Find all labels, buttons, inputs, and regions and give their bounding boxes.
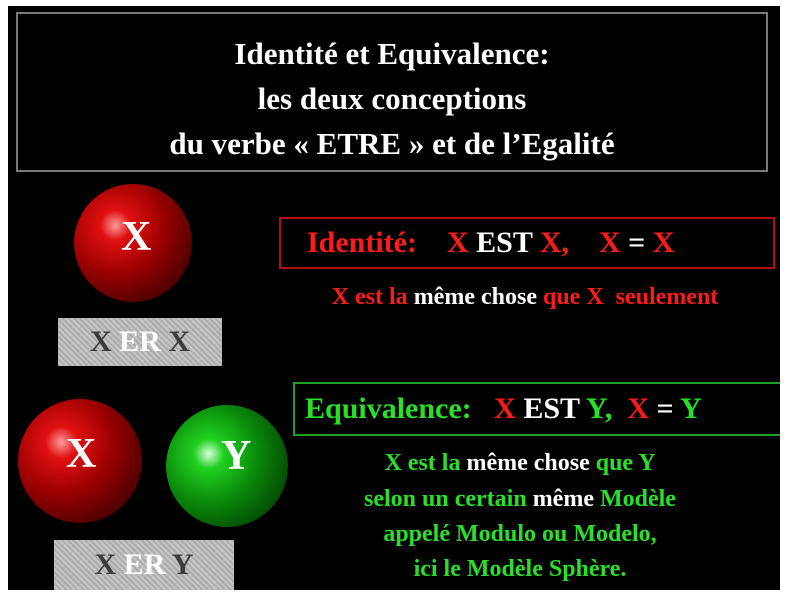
equivalence-box: Equivalence: X EST Y, X = Y (293, 382, 780, 436)
box-er: ER (119, 325, 161, 358)
equiv-desc-1b: même chose (466, 450, 590, 476)
identity-x1: X (446, 226, 469, 259)
identity-est: EST (476, 226, 533, 259)
equiv-desc-1a: X est la (384, 450, 461, 476)
identity-x2: X, (539, 226, 569, 259)
equivalence-desc-line-3: appelé Modulo ou Modelo, (383, 521, 657, 547)
equivalence-desc-line-2: selon un certain même Modèle (290, 486, 750, 513)
x-er-x-box: X ER X (58, 318, 222, 366)
equivalence-desc-line-1: X est la même chose que Y (290, 450, 750, 477)
red-sphere-top (74, 184, 192, 302)
identity-box: Identité: X EST X, X = X (279, 217, 775, 269)
equivalence-label: Equivalence: (305, 392, 472, 425)
equivalence-est: EST (523, 392, 580, 425)
green-sphere (166, 405, 288, 527)
equivalence-y1: Y, (585, 392, 613, 425)
title-line-1: Identité et Equivalence: (234, 36, 550, 71)
box-x-right: X (168, 325, 191, 358)
sphere-label-x-top: X (121, 214, 152, 260)
equiv-desc-2b: même (532, 486, 594, 512)
equiv-desc-2c: Modèle (599, 486, 676, 512)
identity-desc-que-x: que X (542, 284, 604, 310)
identity-label: Identité: (307, 226, 417, 259)
title-box: Identité et Equivalence: les deux concep… (16, 12, 768, 172)
equivalence-desc-line-4: ici le Modèle Sphère. (413, 556, 627, 582)
identity-description: X est la même chose que X seulement (270, 284, 780, 311)
identity-desc-est-la: est la (355, 284, 408, 310)
identity-eq: = (628, 226, 646, 259)
title-line-2: les deux conceptions (257, 81, 527, 116)
equivalence-y2: Y (680, 392, 702, 425)
box2-y: Y (171, 548, 194, 581)
sphere-label-y: Y (221, 433, 252, 479)
equiv-desc-1c: que Y (595, 450, 656, 476)
slide: Identité et Equivalence: les deux concep… (8, 6, 780, 590)
identity-x3: X (599, 226, 621, 259)
box2-er: ER (123, 548, 166, 581)
equivalence-eq: = (656, 392, 674, 425)
box2-x: X (94, 548, 117, 581)
equiv-desc-2a: selon un certain (364, 486, 527, 512)
x-er-y-box: X ER Y (54, 540, 234, 590)
red-sphere-bottom (18, 399, 142, 523)
identity-desc-x: X (331, 284, 350, 310)
identity-desc-meme-chose: même chose (413, 284, 537, 310)
sphere-label-x-bottom: X (66, 431, 97, 477)
title-line-3: du verbe « ETRE » et de l’Egalité (169, 126, 615, 161)
equivalence-x1: X (494, 392, 516, 425)
equivalence-x2: X (627, 392, 649, 425)
identity-x4: X (652, 226, 675, 259)
identity-desc-seulement: seulement (615, 284, 719, 310)
box-x-left: X (89, 325, 112, 358)
